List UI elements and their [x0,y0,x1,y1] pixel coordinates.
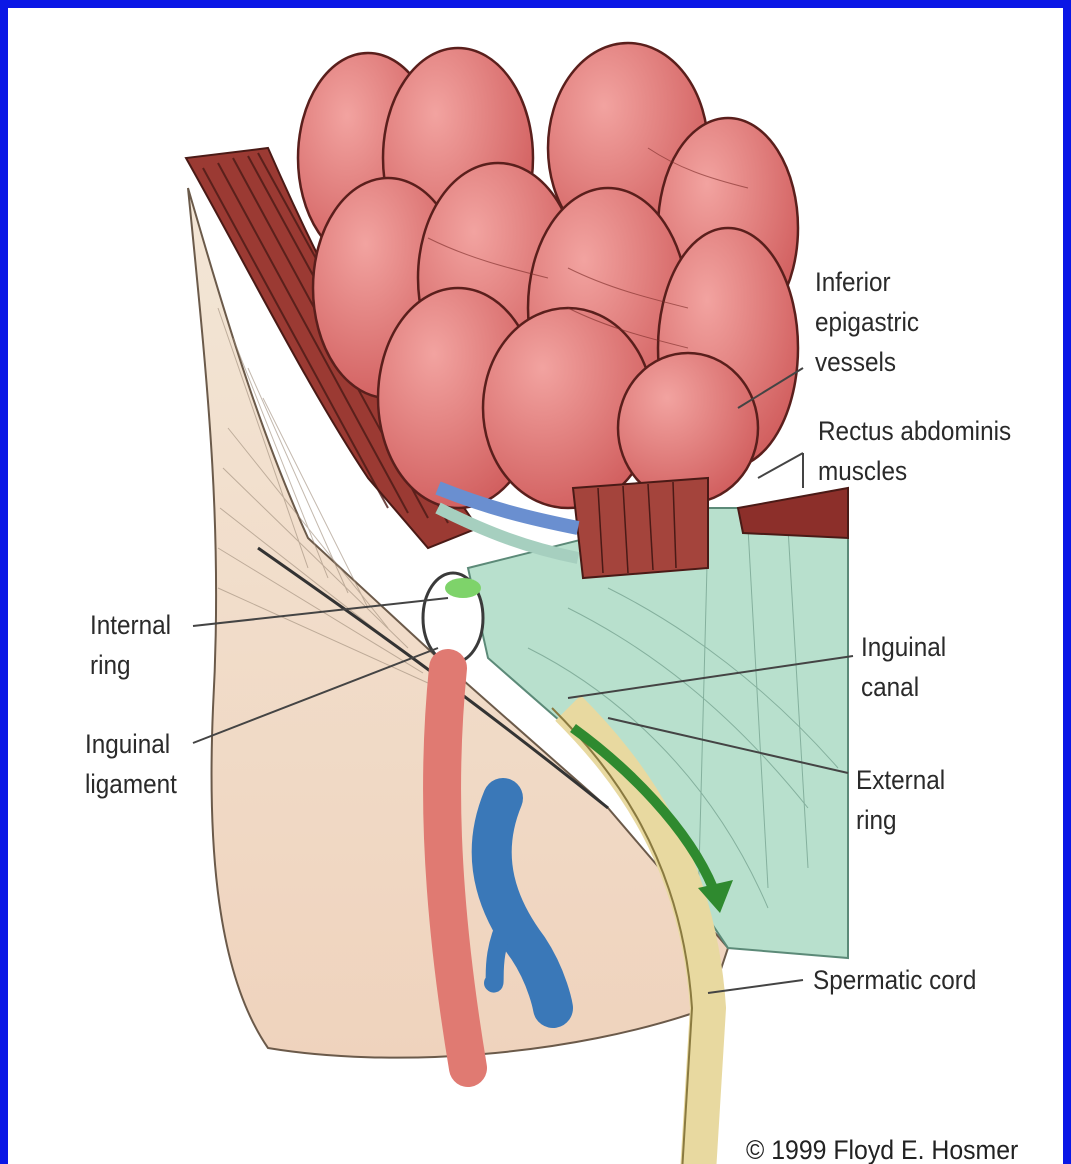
rectus-muscle-block [573,478,708,578]
label-rectus-abdominis-muscles: Rectus abdominis muscles [818,411,1011,491]
label-inguinal-canal: Inguinal canal [861,627,946,707]
label-internal-ring: Internal ring [90,605,171,685]
rectus-muscle-right [738,488,848,538]
label-inguinal-ligament: Inguinal ligament [85,724,177,804]
label-external-ring: External ring [856,760,945,840]
label-spermatic-cord: Spermatic cord [813,960,976,1000]
copyright-notice: © 1999 Floyd E. Hosmer [746,1132,1018,1164]
label-inferior-epigastric-vessels: Inferior epigastric vessels [815,262,919,382]
